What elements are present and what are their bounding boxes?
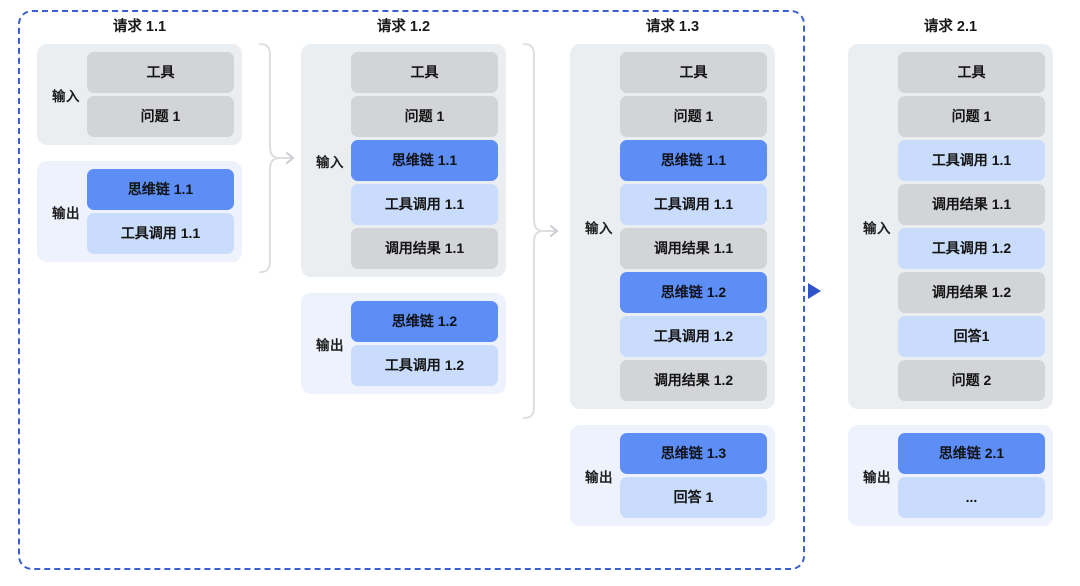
group-label-output: 输出: [316, 337, 344, 353]
message-chip[interactable]: 思维链 1.1: [620, 140, 767, 181]
message-chip[interactable]: 思维链 1.1: [351, 140, 498, 181]
group-label-input: 输入: [316, 154, 344, 170]
group-input-request-1-1: 输入工具问题 1: [37, 44, 242, 145]
message-chip[interactable]: 调用结果 1.1: [620, 228, 767, 269]
column-title: 请求 1.1: [112, 19, 167, 35]
message-chip[interactable]: 思维链 1.1: [87, 169, 234, 210]
message-chip[interactable]: 思维链 1.2: [620, 272, 767, 313]
message-chip[interactable]: 工具调用 1.1: [620, 184, 767, 225]
message-chip[interactable]: 调用结果 1.2: [620, 360, 767, 401]
message-chip[interactable]: 工具调用 1.2: [620, 316, 767, 357]
column-title: 请求 2.1: [923, 19, 978, 35]
message-chip[interactable]: 工具: [351, 52, 498, 93]
message-chip[interactable]: 调用结果 1.1: [898, 184, 1045, 225]
message-chip[interactable]: 回答1: [898, 316, 1045, 357]
group-items: 工具问题 1: [87, 52, 234, 137]
group-label-output: 输出: [585, 469, 613, 485]
group-label-input: 输入: [52, 88, 80, 104]
message-chip[interactable]: 问题 1: [87, 96, 234, 137]
message-chip[interactable]: 工具调用 1.2: [898, 228, 1045, 269]
message-chip[interactable]: 思维链 1.2: [351, 301, 498, 342]
message-chip[interactable]: 回答 1: [620, 477, 767, 518]
group-output-request-2-1: 输出思维链 2.1...: [848, 425, 1053, 526]
message-chip[interactable]: 工具: [87, 52, 234, 93]
column-title: 请求 1.3: [645, 19, 700, 35]
message-chip[interactable]: 工具调用 1.1: [351, 184, 498, 225]
message-chip[interactable]: 工具调用 1.1: [87, 213, 234, 254]
message-chip[interactable]: 调用结果 1.1: [351, 228, 498, 269]
message-chip[interactable]: 问题 1: [351, 96, 498, 137]
message-chip[interactable]: 问题 2: [898, 360, 1045, 401]
message-chip[interactable]: 工具: [620, 52, 767, 93]
message-chip[interactable]: ...: [898, 477, 1045, 518]
message-chip[interactable]: 工具调用 1.1: [898, 140, 1045, 181]
group-label-output: 输出: [863, 469, 891, 485]
group-label-input: 输入: [863, 220, 891, 236]
group-items: 思维链 2.1...: [898, 433, 1045, 518]
group-label-input: 输入: [585, 220, 613, 236]
message-chip[interactable]: 工具: [898, 52, 1045, 93]
brace-connector-2-to-3: [522, 42, 564, 420]
column-title: 请求 1.2: [376, 19, 431, 35]
message-chip[interactable]: 问题 1: [898, 96, 1045, 137]
message-chip[interactable]: 调用结果 1.2: [898, 272, 1045, 313]
message-chip[interactable]: 思维链 1.3: [620, 433, 767, 474]
message-chip[interactable]: 工具调用 1.2: [351, 345, 498, 386]
message-chip[interactable]: 思维链 2.1: [898, 433, 1045, 474]
brace-connector-1-to-2: [258, 42, 300, 274]
message-chip[interactable]: 问题 1: [620, 96, 767, 137]
session-transition-arrow-icon: [808, 283, 821, 299]
group-label-output: 输出: [52, 205, 80, 221]
